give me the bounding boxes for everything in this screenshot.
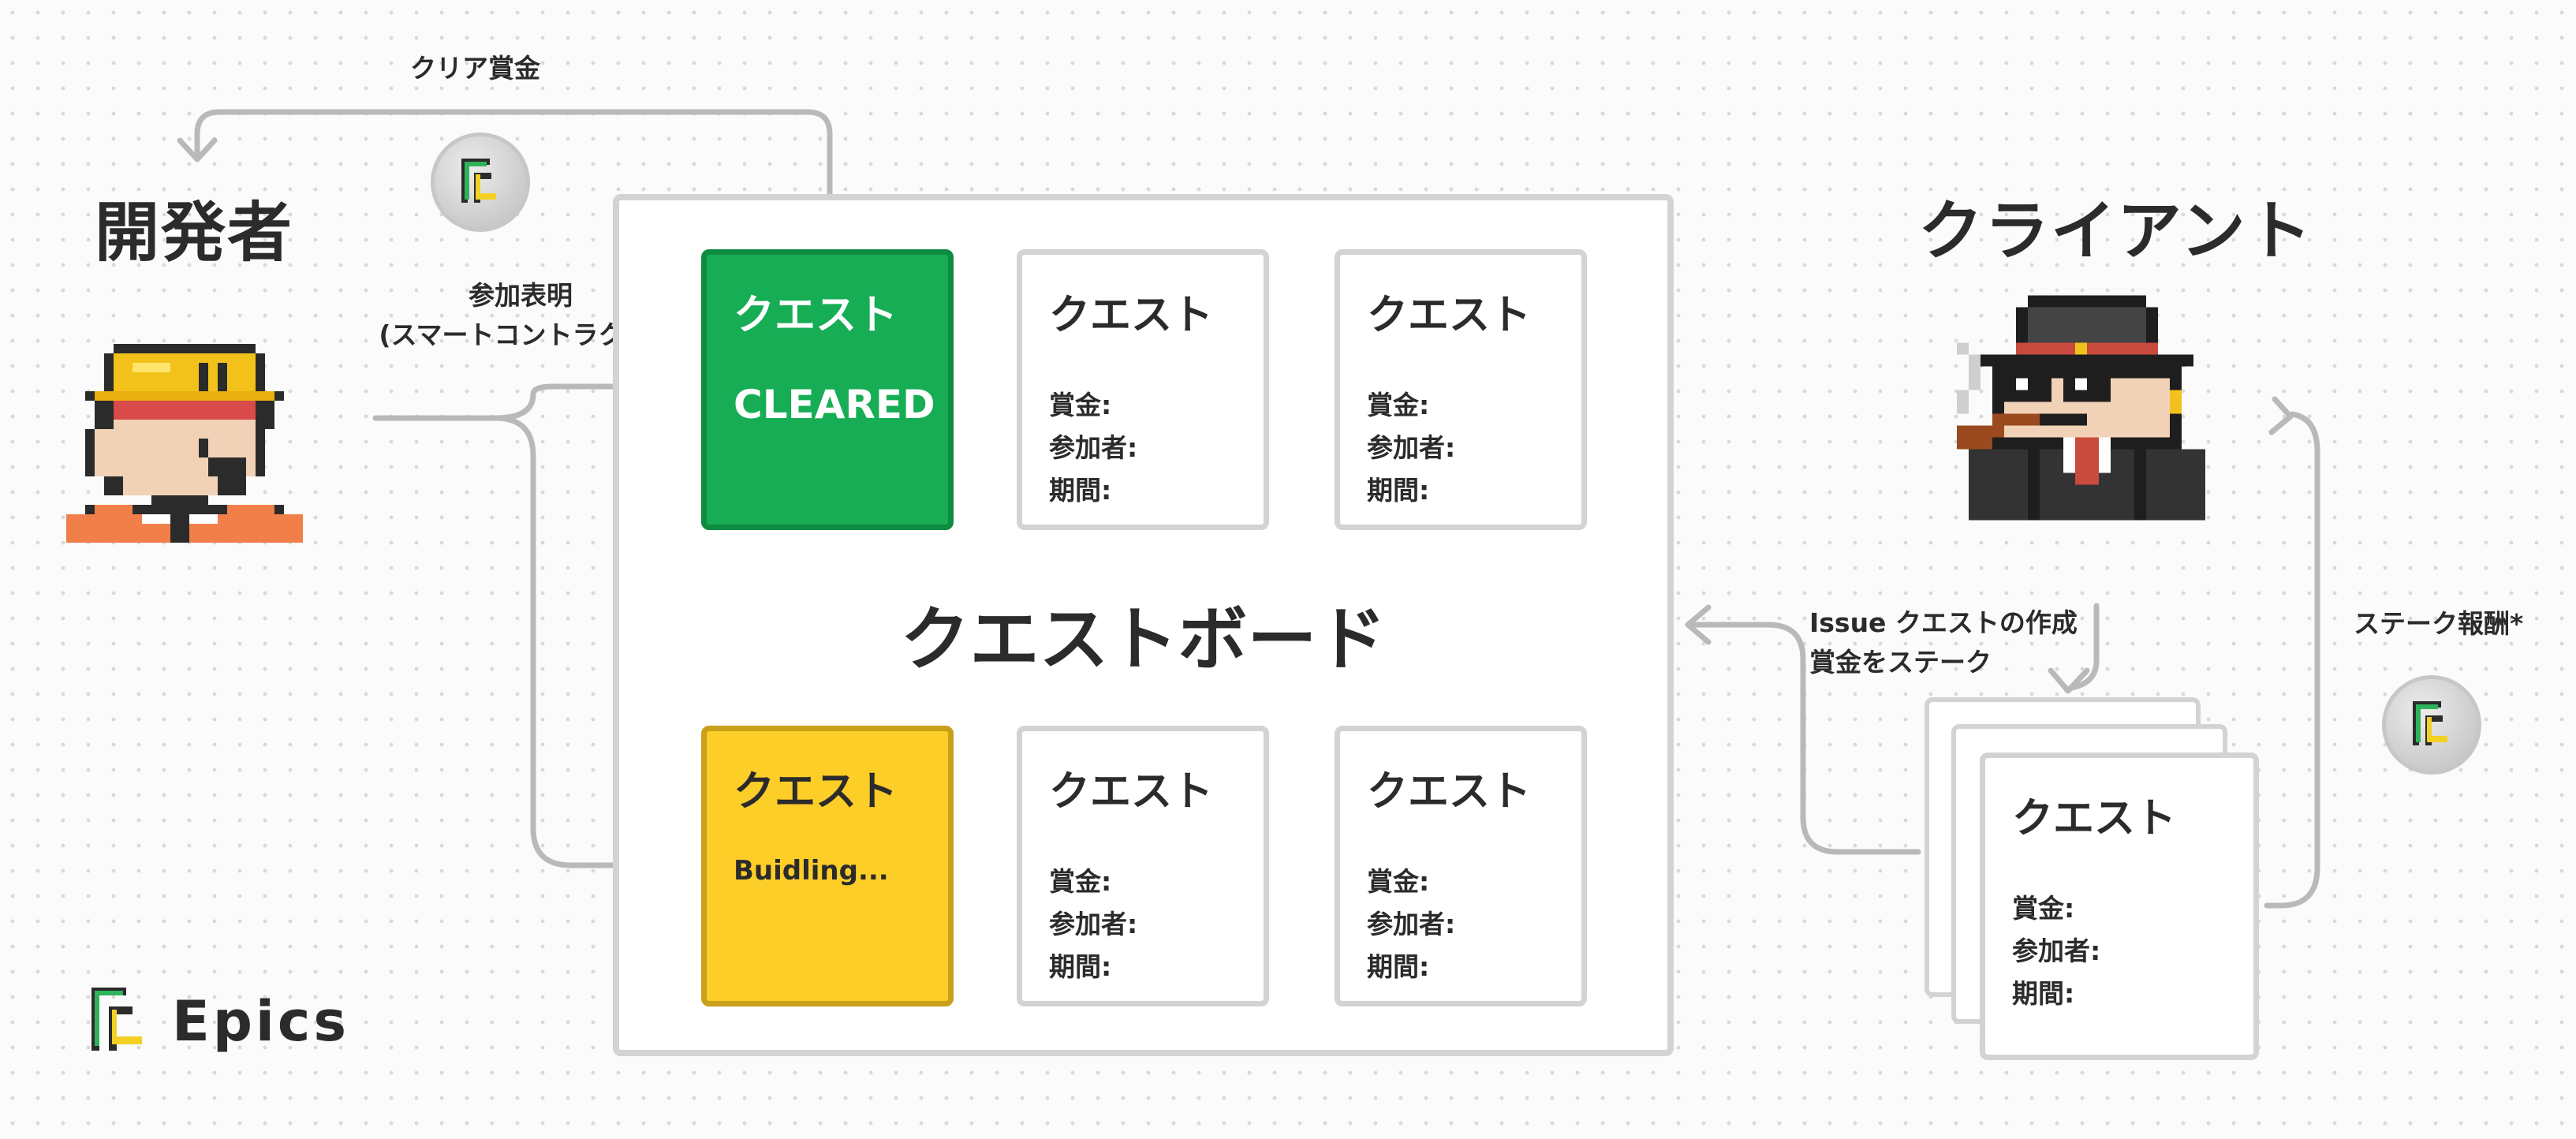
quest-card[interactable]: クエスト 賞金: 参加者: 期間: [1335, 249, 1587, 530]
submit-quest-arrow [1685, 622, 1921, 855]
issue-label-line1: Issue クエストの作成 [1809, 607, 2078, 638]
quest-title: クエスト [734, 292, 898, 339]
clear-reward-label: クリア賞金 [410, 53, 540, 84]
issue-arrow [2063, 603, 2100, 693]
quest-title: クエスト [1049, 768, 1214, 816]
clear-reward-arrow [194, 109, 833, 248]
participants-field: 参加者: [1367, 432, 1456, 463]
status-label: Buidling... [734, 855, 889, 887]
epics-logo-icon [91, 988, 142, 1051]
quest-card-building[interactable]: クエスト Buidling... [701, 726, 954, 1006]
epics-coin-icon [431, 133, 530, 232]
logo-text: Epics [172, 989, 350, 1054]
participants-field: 参加者: [1367, 909, 1456, 939]
participants-field: 参加者: [1049, 432, 1138, 463]
client-quest-card[interactable]: クエスト 賞金: 参加者: 期間: [1980, 752, 2259, 1060]
quest-title: クエスト [734, 768, 898, 816]
quest-card[interactable]: クエスト 賞金: 参加者: 期間: [1017, 249, 1269, 530]
bounty-field: 賞金: [1367, 866, 1430, 897]
join-label-line1: 参加表明 [469, 280, 573, 311]
developer-title: 開発者 [95, 196, 294, 271]
quest-title: クエスト [1367, 768, 1532, 816]
period-field: 期間: [1049, 951, 1112, 982]
bounty-field: 賞金: [2012, 893, 2075, 924]
join-arrow [372, 415, 691, 868]
issue-label-line2: 賞金をステーク [1809, 647, 1992, 678]
stake-reward-label: ステーク報酬* [2354, 608, 2524, 639]
participants-field: 参加者: [1049, 909, 1138, 939]
client-avatar-icon [1957, 295, 2205, 521]
client-title: クライアント [1918, 194, 2313, 269]
quest-card-cleared[interactable]: クエスト CLEARED [701, 249, 954, 530]
quest-board-title: クエストボード [900, 599, 1387, 680]
bounty-field: 賞金: [1049, 390, 1112, 420]
stake-reward-arrow [2264, 411, 2320, 909]
quest-card[interactable]: クエスト 賞金: 参加者: 期間: [1017, 726, 1269, 1006]
period-field: 期間: [1367, 951, 1430, 982]
participants-field: 参加者: [2012, 935, 2101, 966]
period-field: 期間: [1049, 475, 1112, 506]
bounty-field: 賞金: [1049, 866, 1112, 897]
quest-title: クエスト [2012, 795, 2177, 842]
quest-card[interactable]: クエスト 賞金: 参加者: 期間: [1335, 726, 1587, 1006]
bounty-field: 賞金: [1367, 390, 1430, 420]
status-label: CLEARED [734, 382, 935, 428]
quest-title: クエスト [1049, 292, 1214, 339]
period-field: 期間: [2012, 978, 2075, 1009]
issue-label: Issue クエストの作成 賞金をステーク [1809, 603, 2078, 682]
developer-avatar-icon [66, 344, 303, 543]
period-field: 期間: [1367, 475, 1430, 506]
quest-title: クエスト [1367, 292, 1532, 339]
stake-coin-icon [2382, 675, 2481, 775]
